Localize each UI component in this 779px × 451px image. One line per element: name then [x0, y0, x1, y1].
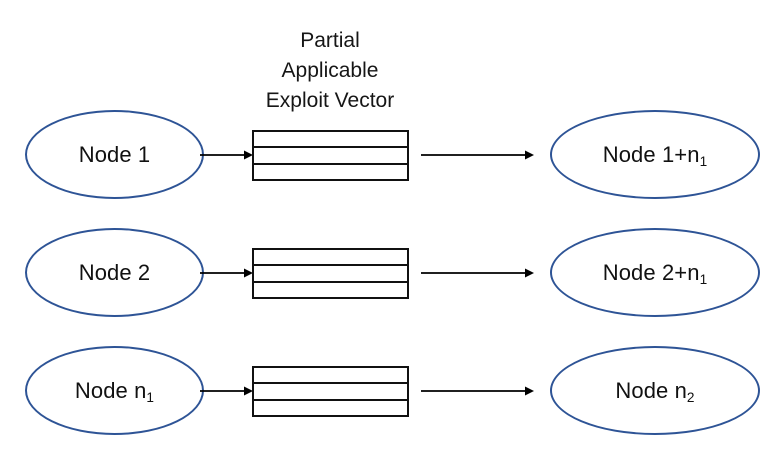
- node-ellipse-right-1: Node 1+n1: [550, 110, 760, 199]
- node-label-left-1: Node 1: [78, 141, 151, 167]
- node-ellipse-left-2: Node 2: [25, 228, 204, 317]
- vector-cell: [254, 384, 407, 401]
- vector-cell: [254, 266, 407, 283]
- vector-box-3: [252, 366, 409, 417]
- vector-cell: [254, 165, 407, 179]
- node-label-right-1: Node 1+n1: [602, 141, 708, 169]
- node-label-right-3: Node n2: [615, 377, 695, 405]
- vector-cell: [254, 132, 407, 149]
- vector-box-1: [252, 130, 409, 181]
- vector-cell: [254, 148, 407, 165]
- node-label-right-2: Node 2+n1: [602, 259, 708, 287]
- vector-cell: [254, 401, 407, 415]
- vector-column-title: Partial Applicable Exploit Vector: [265, 29, 395, 112]
- arrow-noden1-to-vector3: [200, 385, 254, 397]
- arrow-vector1-to-node1n1: [421, 149, 535, 161]
- vector-cell: [254, 368, 407, 385]
- arrow-vector3-to-noden2: [421, 385, 535, 397]
- arrow-node1-to-vector1: [200, 149, 254, 161]
- arrow-node2-to-vector2: [200, 267, 254, 279]
- node-ellipse-right-2: Node 2+n1: [550, 228, 760, 317]
- node-ellipse-right-3: Node n2: [550, 346, 760, 435]
- vector-cell: [254, 250, 407, 267]
- node-ellipse-left-3: Node n1: [25, 346, 204, 435]
- node-label-left-2: Node 2: [78, 259, 151, 285]
- arrow-vector2-to-node2n1: [421, 267, 535, 279]
- vector-box-2: [252, 248, 409, 299]
- node-label-left-3: Node n1: [74, 377, 155, 405]
- vector-cell: [254, 283, 407, 297]
- node-ellipse-left-1: Node 1: [25, 110, 204, 199]
